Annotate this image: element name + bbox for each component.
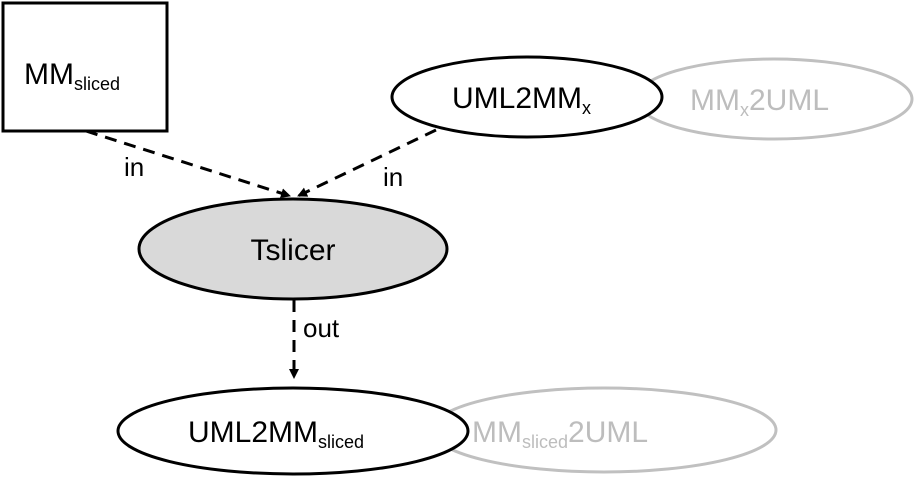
edge-in-left-line: [85, 129, 291, 199]
edge-out-label: out: [303, 313, 340, 343]
mm-x-2uml-tail: 2UML: [749, 84, 829, 117]
node-uml2mm-sliced: UML2MMsliced: [116, 386, 470, 476]
edge-in-right-line: [297, 128, 437, 198]
edge-in-right: in: [297, 128, 437, 198]
svg-text:UML2MMx: UML2MMx: [452, 82, 591, 118]
edge-in-left: in: [85, 129, 291, 199]
mm-sliced-2uml-sub: sliced: [522, 432, 568, 452]
edge-in-right-label: in: [383, 162, 403, 192]
svg-text:MMx2UML: MMx2UML: [690, 84, 829, 120]
uml2mm-x-shape: [390, 55, 664, 139]
node-tslicer: Tslicer: [137, 197, 449, 301]
mm-x-2uml-main: MM: [690, 84, 740, 117]
mm-x-2uml-sub: x: [740, 100, 749, 120]
edge-out: out: [289, 300, 340, 379]
svg-text:UML2MMsliced: UML2MMsliced: [188, 416, 364, 452]
tslicer-label: Tslicer: [250, 234, 335, 267]
uml2mm-sliced-shape: [116, 386, 470, 476]
node-uml2mm-x: UML2MMx: [390, 55, 664, 139]
mm-sliced-box: [1, 1, 169, 133]
uml2mm-x-sub: x: [582, 98, 591, 118]
svg-text:MMsliced: MMsliced: [24, 58, 120, 94]
edge-in-left-label: in: [124, 152, 144, 182]
node-mm-sliced: MMsliced: [1, 1, 169, 133]
node-mm-x-2uml: MMx2UML: [634, 57, 914, 141]
node-mm-sliced-2uml: MMsliced2UML: [430, 386, 778, 474]
svg-text:MMsliced2UML: MMsliced2UML: [472, 416, 648, 452]
uml2mm-x-main: UML2MM: [452, 82, 582, 115]
mm-sliced-2uml-main: MM: [472, 416, 522, 449]
mm-sliced-sub: sliced: [74, 74, 120, 94]
mm-sliced-2uml-tail: 2UML: [568, 416, 648, 449]
mm-sliced-main: MM: [24, 58, 74, 91]
uml2mm-sliced-main: UML2MM: [188, 416, 318, 449]
tslicer-shape: [137, 197, 449, 301]
uml2mm-sliced-sub: sliced: [318, 432, 364, 452]
